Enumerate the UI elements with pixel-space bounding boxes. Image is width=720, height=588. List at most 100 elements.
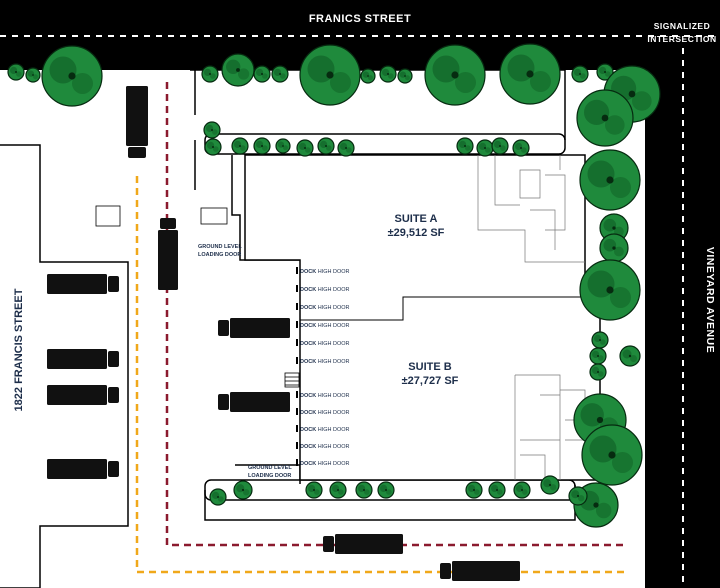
truck-icon (47, 349, 119, 369)
tree-icon (397, 68, 413, 84)
tree-icon (576, 89, 634, 147)
tree-icon (209, 488, 227, 506)
truck-icon (47, 385, 119, 405)
trucks-group (47, 86, 520, 581)
dock-door-label: DOCK HIGH DOOR (300, 269, 350, 275)
tree-icon (579, 259, 641, 321)
truck-icon (323, 534, 403, 554)
dock-door-label: DOCK HIGH DOOR (300, 305, 350, 311)
intersection-label-line2: INTERSECTION (647, 34, 716, 44)
dock-door: DOCK HIGH DOOR (296, 459, 350, 467)
tree-icon (379, 65, 397, 83)
site-curb-outline (190, 69, 576, 521)
tree-icon (221, 53, 255, 87)
dock-door: DOCK HIGH DOOR (296, 339, 350, 347)
tree-icon (337, 139, 355, 157)
dock-door-label: DOCK HIGH DOOR (300, 427, 350, 433)
truck-icon (218, 318, 290, 338)
tree-icon (476, 139, 494, 157)
tree-icon (201, 65, 219, 83)
dock-door: DOCK HIGH DOOR (296, 408, 350, 416)
tree-icon (589, 347, 607, 365)
truck-icon (47, 274, 119, 294)
trees-group (7, 43, 661, 528)
suite-a-name: SUITE A (395, 213, 438, 225)
tree-icon (619, 345, 641, 367)
tree-icon (25, 67, 41, 83)
truck-icon (440, 561, 520, 581)
suite-b-area: ±27,727 SF (402, 375, 459, 387)
dock-door-label: DOCK HIGH DOOR (300, 287, 350, 293)
tree-icon (513, 481, 531, 499)
dock-door-label: DOCK HIGH DOOR (300, 359, 350, 365)
suite-divider-wall (300, 296, 585, 321)
tree-icon (275, 138, 291, 154)
parking-sign-left (95, 205, 121, 227)
tree-icon (305, 481, 323, 499)
tree-icon (512, 139, 530, 157)
ground-door-upper-line1: GROUND LEVEL (198, 244, 242, 250)
tree-icon (360, 68, 376, 84)
dock-door-label: DOCK HIGH DOOR (300, 323, 350, 329)
truck-icon (47, 459, 119, 479)
tree-icon (233, 480, 253, 500)
tree-icon (465, 481, 483, 499)
dock-door-label: DOCK HIGH DOOR (300, 341, 350, 347)
dock-door: DOCK HIGH DOOR (296, 285, 350, 293)
tree-icon (581, 424, 643, 486)
truck-icon (158, 218, 178, 290)
tree-icon (355, 481, 373, 499)
tree-icon (573, 482, 619, 528)
neighbor-building-label: 1822 FRANCIS STREET (13, 288, 25, 411)
tree-icon (203, 121, 221, 139)
ground-door-lower-line1: GROUND LEVEL (248, 465, 292, 471)
francis-street-label: FRANICS STREET (309, 13, 411, 25)
tree-icon (329, 481, 347, 499)
suite-b-name: SUITE B (408, 361, 451, 373)
parking-sign-right (200, 207, 228, 225)
dock-door: DOCK HIGH DOOR (296, 391, 350, 399)
tree-icon (589, 363, 607, 381)
tree-icon (491, 137, 509, 155)
entry-stairs (284, 372, 300, 388)
suite-a-area: ±29,512 SF (388, 227, 445, 239)
tree-icon (579, 149, 641, 211)
dock-door: DOCK HIGH DOOR (296, 303, 350, 311)
tree-icon (424, 44, 486, 106)
tree-icon (299, 44, 361, 106)
tree-icon (7, 63, 25, 81)
dock-doors-group: DOCK HIGH DOOR DOCK HIGH DOOR DOCK HIGH DO… (296, 267, 350, 467)
tree-icon (317, 137, 335, 155)
tree-icon (499, 43, 561, 105)
tree-icon (204, 138, 222, 156)
tree-icon (377, 481, 395, 499)
tree-icon (231, 137, 249, 155)
dock-door: DOCK HIGH DOOR (296, 267, 350, 275)
ground-door-upper-line2: LOADING DOOR (198, 252, 241, 258)
tree-icon (253, 65, 271, 83)
tree-icon (599, 233, 629, 263)
truck-icon (218, 392, 290, 412)
tree-icon (540, 475, 560, 495)
main-building-outline (244, 154, 601, 481)
dock-door: DOCK HIGH DOOR (296, 425, 350, 433)
tree-icon (296, 139, 314, 157)
suite-a-office-rooms (477, 155, 585, 263)
dock-door-label: DOCK HIGH DOOR (300, 461, 350, 467)
vineyard-avenue-label: VINEYARD AVENUE (704, 247, 716, 353)
truck-route-red (165, 82, 628, 547)
tree-icon (591, 331, 609, 349)
dock-door: DOCK HIGH DOOR (296, 357, 350, 365)
dock-door-label: DOCK HIGH DOOR (300, 410, 350, 416)
ground-door-lower-line2: LOADING DOOR (248, 473, 291, 479)
truck-icon (126, 86, 148, 158)
dock-door: DOCK HIGH DOOR (296, 321, 350, 329)
tree-icon (596, 63, 614, 81)
tree-icon (41, 45, 103, 107)
intersection-label-line1: SIGNALIZED (654, 21, 710, 31)
tree-icon (456, 137, 474, 155)
dock-door-label: DOCK HIGH DOOR (300, 393, 350, 399)
dock-door-label: DOCK HIGH DOOR (300, 444, 350, 450)
tree-icon (253, 137, 271, 155)
